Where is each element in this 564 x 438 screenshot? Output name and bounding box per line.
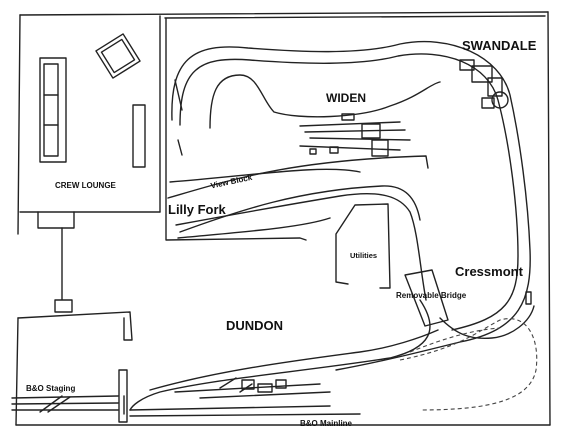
- track-staging-crossover: [39, 395, 71, 413]
- swandale-building-4: [481, 97, 495, 109]
- staging-post: [118, 369, 128, 423]
- track-bo-mainline: [129, 405, 331, 411]
- label-widen: WIDEN: [326, 91, 366, 105]
- track-lilly-fork-3: [177, 217, 331, 239]
- swandale-building-1: [459, 59, 475, 71]
- track-staging-1: [11, 395, 119, 399]
- track-lilly-fork-2: [175, 193, 427, 301]
- room-wall-right: [547, 11, 551, 426]
- track-spur-left: [174, 79, 183, 156]
- track-upper-loop-inner: [179, 53, 519, 331]
- hidden-track-1: [399, 318, 538, 411]
- swandale-building-3: [487, 77, 503, 97]
- track-bo-mainline-2: [129, 413, 361, 417]
- widen-building-2: [361, 123, 381, 139]
- dundon-building-1: [241, 379, 255, 390]
- widen-building-1: [341, 113, 355, 121]
- track-widen-yard-4: [299, 145, 401, 151]
- benchwork-outline: [164, 15, 546, 241]
- label-bo-mainline: B&O Mainline: [300, 419, 353, 428]
- hidden-track-2: [409, 327, 501, 353]
- label-utilities: Utilities: [350, 251, 377, 260]
- view-block: [167, 155, 429, 199]
- hall-wall: [17, 311, 133, 341]
- swandale-turntable: [491, 91, 509, 109]
- track-lower-main-2: [439, 305, 535, 340]
- dundon-building-3: [275, 379, 287, 389]
- removable-bridge: [404, 269, 449, 327]
- label-crew-lounge: CREW LOUNGE: [55, 181, 117, 190]
- crew-lounge-door: [37, 211, 75, 229]
- track-upper-loop-outer: [171, 40, 531, 371]
- track-widen-yard-2: [304, 129, 406, 133]
- cressmont-building: [525, 291, 532, 305]
- track-lower-main-1: [129, 299, 431, 411]
- track-dundon-2: [174, 383, 321, 393]
- label-dundon: DUNDON: [226, 318, 283, 333]
- room-wall-left: [15, 14, 21, 426]
- widen-building-3: [371, 139, 389, 157]
- armchair: [95, 33, 141, 79]
- widen-building-5: [309, 148, 317, 155]
- track-dundon-1: [149, 329, 439, 391]
- track-staging-2: [11, 402, 119, 405]
- partition-wall: [54, 227, 73, 313]
- lounge-table: [132, 104, 146, 168]
- track-lilly-fork-1: [169, 168, 361, 183]
- track-dundon-3: [199, 391, 331, 399]
- utilities-wall: [335, 203, 391, 289]
- dundon-building-2: [257, 383, 273, 393]
- label-removable-bridge: Removable Bridge: [396, 291, 467, 300]
- label-swandale: SWANDALE: [462, 38, 537, 53]
- room-wall-top: [19, 11, 549, 16]
- track-dundon-siding: [219, 377, 253, 393]
- track-lilly-fork-4: [179, 185, 421, 233]
- label-bo-staging: B&O Staging: [26, 384, 75, 393]
- sofa: [39, 57, 67, 163]
- swandale-building-2: [471, 65, 493, 83]
- track-widen-yard-3: [309, 137, 411, 141]
- label-view-block: View Block: [210, 173, 254, 191]
- widen-building-4: [329, 146, 339, 154]
- track-widen-yard-1: [299, 121, 401, 127]
- label-cressmont: Cressmont: [455, 264, 524, 279]
- track-widen-inner-curve: [209, 74, 441, 129]
- label-lilly-fork: Lilly Fork: [168, 202, 227, 217]
